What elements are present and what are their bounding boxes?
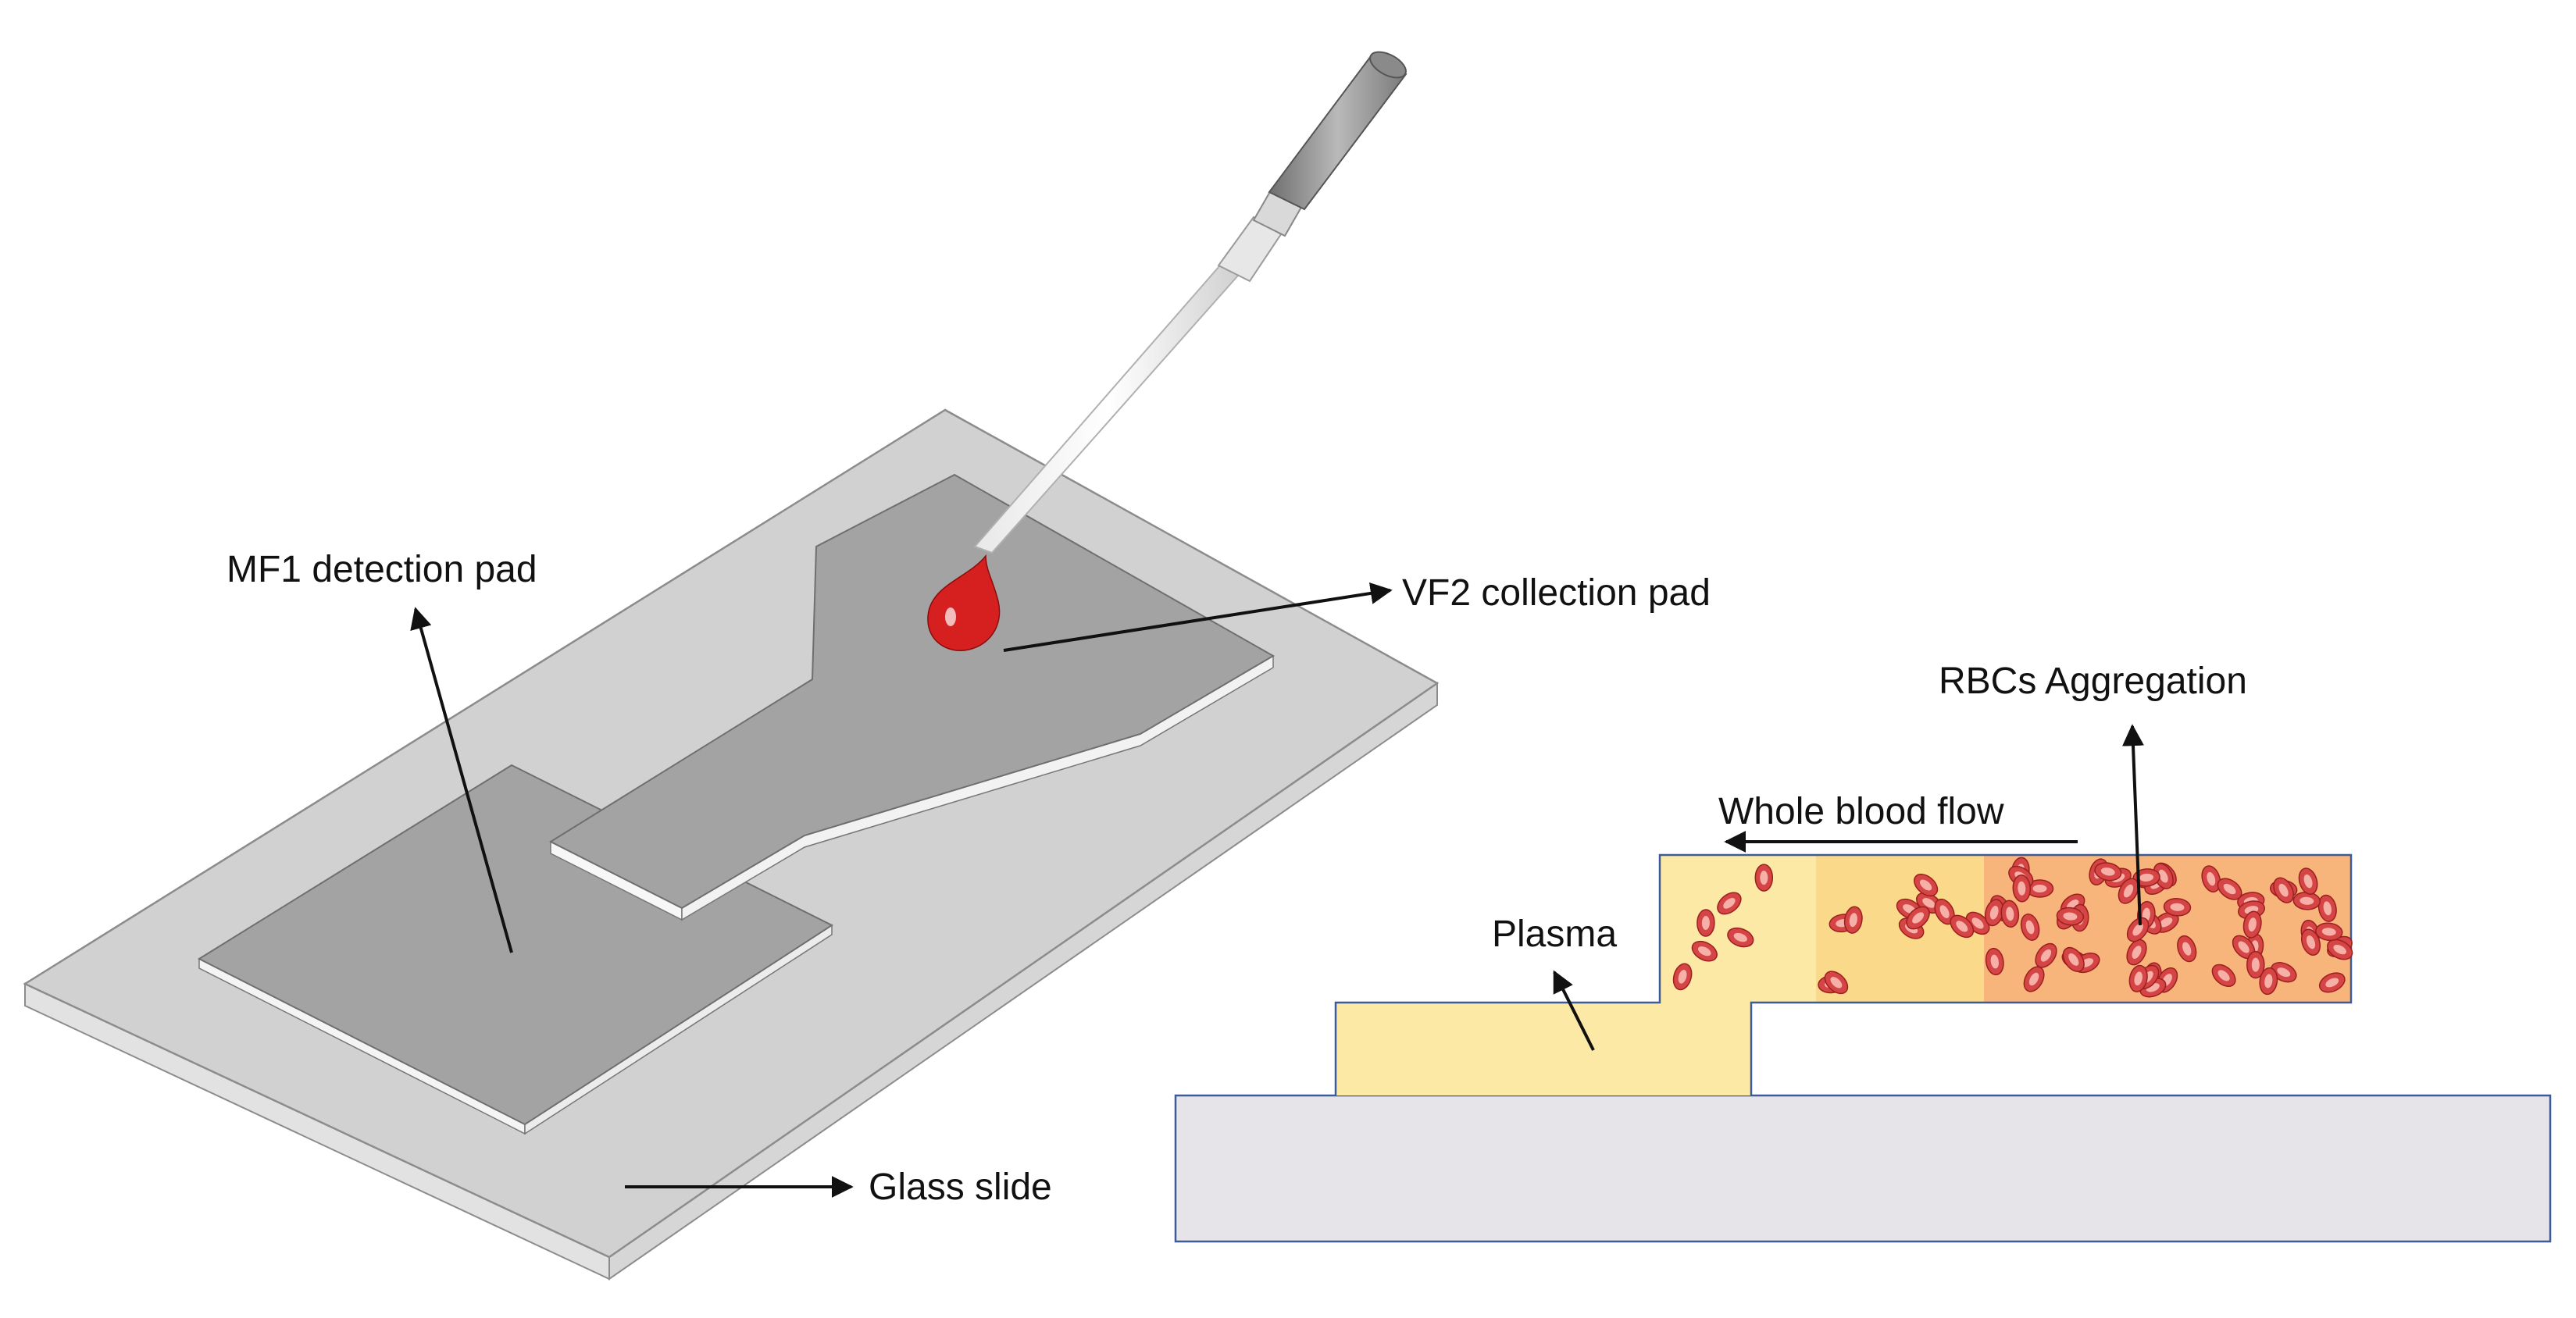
red-blood-cell-center: [1701, 916, 1710, 930]
red-blood-cell-center: [2025, 920, 2035, 935]
mf1-detection-pad-label: MF1 detection pad: [227, 549, 537, 590]
red-blood-cell-center: [2207, 871, 2216, 886]
red-blood-cell-center: [2139, 873, 2154, 882]
red-blood-cell-center: [2170, 903, 2185, 911]
red-blood-cell-center: [2040, 949, 2052, 962]
red-blood-cell-center: [2134, 971, 2143, 986]
vf2-collection-pad: [548, 473, 1275, 921]
red-blood-cell-center: [2100, 867, 2115, 876]
whole-blood-flow-label: Whole blood flow: [1718, 791, 2004, 832]
red-blood-cell-center: [2217, 970, 2230, 981]
rbc-aggregation-pointer-arrow: [2121, 724, 2144, 926]
red-blood-cells: [1672, 857, 2353, 998]
red-blood-cell-center: [1971, 917, 1984, 929]
red-blood-cell-center: [2159, 917, 2173, 928]
red-blood-cell-center: [2238, 941, 2250, 953]
red-blood-cell-center: [2018, 881, 2026, 896]
blood-drop-icon: [927, 554, 1001, 651]
red-blood-cell-center: [1919, 879, 1932, 891]
plasma-label: Plasma: [1492, 914, 1617, 955]
red-blood-cell-center: [1733, 932, 1747, 942]
vf2-pointer-arrow: [1003, 582, 1393, 652]
red-blood-cell-center: [2032, 885, 2047, 892]
plasma-zone-lower: [1336, 1003, 1751, 1095]
red-blood-cell-center: [1939, 905, 1950, 918]
mf1-pointer-arrow: [410, 607, 513, 953]
filter-cross-section: [1334, 853, 2353, 1095]
vf2-collection-pad-label: VF2 collection pad: [1402, 572, 1711, 614]
red-blood-cell-center: [1922, 898, 1936, 908]
plasma-pointer-arrow: [1553, 970, 1595, 1051]
red-blood-cell-center: [2306, 935, 2316, 949]
glass-slide-label: Glass slide: [869, 1167, 1052, 1208]
red-blood-cell-center: [2251, 957, 2260, 972]
red-blood-cell-center: [1956, 921, 1968, 932]
red-blood-cell-center: [2333, 944, 2346, 955]
red-blood-cell-center: [1830, 977, 1843, 988]
pipette-barrel-end: [1369, 51, 1407, 79]
red-blood-cell-center: [1989, 906, 1999, 920]
filter-outline: [1334, 853, 2353, 1095]
red-blood-cell-center: [2303, 874, 2313, 889]
red-blood-cell-center: [2132, 923, 2143, 936]
red-blood-cell-center: [1698, 946, 1711, 956]
red-blood-cell-center: [1912, 912, 1925, 924]
red-blood-cell-center: [2264, 974, 2273, 988]
red-blood-cell-center: [1990, 954, 1999, 969]
red-blood-cell-center: [2323, 901, 2332, 916]
red-blood-cell-center: [2248, 917, 2257, 932]
vf2-pad-surface: [548, 473, 1275, 910]
red-blood-cell-center: [2132, 946, 2142, 959]
red-blood-cell-center: [2299, 896, 2314, 905]
blood-drop-highlight: [945, 607, 956, 626]
red-blood-cell-center: [2325, 978, 2339, 988]
red-blood-cell-center: [2223, 883, 2236, 895]
pipette-barrel: [1268, 55, 1408, 211]
rbc-aggregation-label: RBCs Aggregation: [1939, 661, 2247, 702]
red-blood-cell-center: [2063, 912, 2078, 921]
red-blood-cell-center: [1760, 871, 1768, 885]
red-blood-cell-center: [2277, 967, 2291, 978]
red-blood-cell-center: [2123, 884, 2134, 898]
red-blood-cell-center: [2068, 953, 2079, 966]
red-blood-cell-center: [2158, 869, 2168, 883]
pipette: [973, 51, 1408, 554]
substrate: [1174, 1094, 2552, 1243]
red-blood-cell-center: [1849, 913, 1857, 928]
red-blood-cell-center: [2028, 972, 2039, 986]
red-blood-cell-center: [1678, 970, 1687, 984]
red-blood-cell-center: [1723, 898, 1736, 909]
red-blood-cell-center: [2006, 907, 2014, 921]
red-blood-cell-center: [2321, 928, 2336, 936]
red-blood-cell-center: [2182, 942, 2192, 956]
red-blood-cell-center: [2278, 883, 2289, 897]
